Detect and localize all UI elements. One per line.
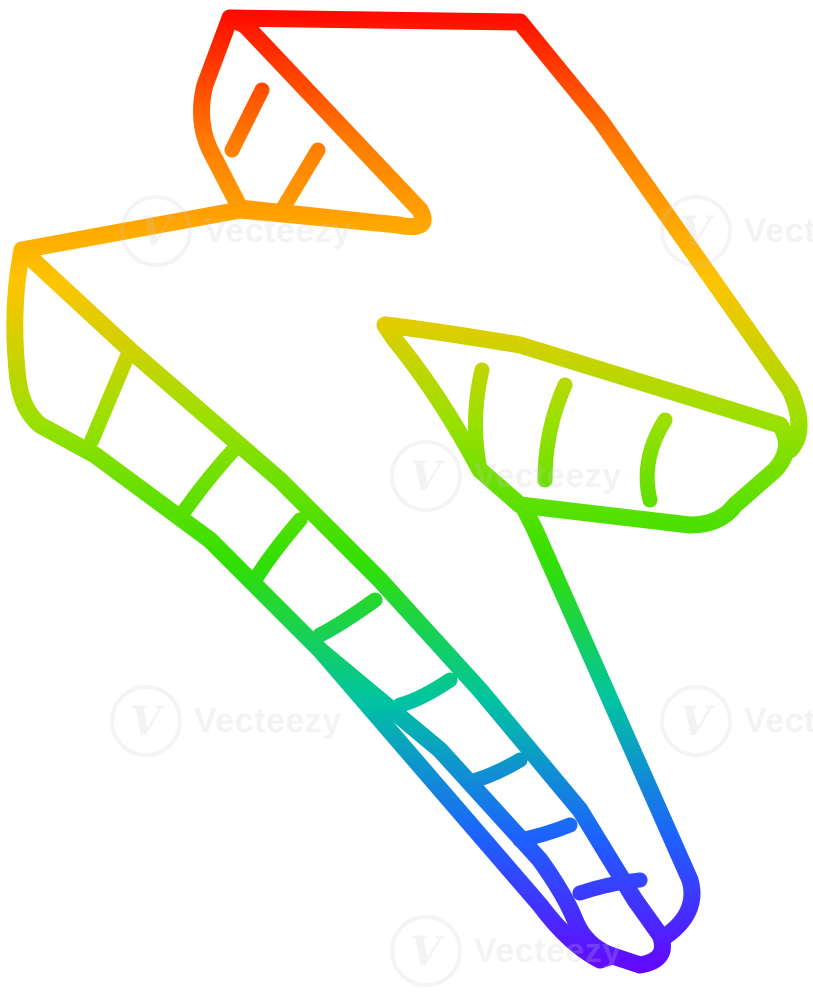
stripe-right-2 [537, 377, 573, 488]
bolt-left-ribbon [6, 241, 671, 974]
stripe-left-6 [462, 752, 528, 790]
stripe-right-3 [639, 412, 673, 508]
stripe-upper-2 [274, 142, 326, 218]
stripe-left-1 [84, 342, 138, 448]
lightning-bolt-illustration [6, 9, 808, 974]
stripe-left-7 [512, 817, 578, 848]
stripe-upper-1 [224, 82, 270, 158]
stripe-left-4 [312, 592, 383, 643]
stripe-left-3 [247, 512, 308, 588]
stripe-right-1 [467, 362, 490, 478]
stripe-left-5 [392, 672, 458, 713]
stripe-left-2 [177, 437, 246, 518]
stripe-left-8 [572, 872, 648, 901]
